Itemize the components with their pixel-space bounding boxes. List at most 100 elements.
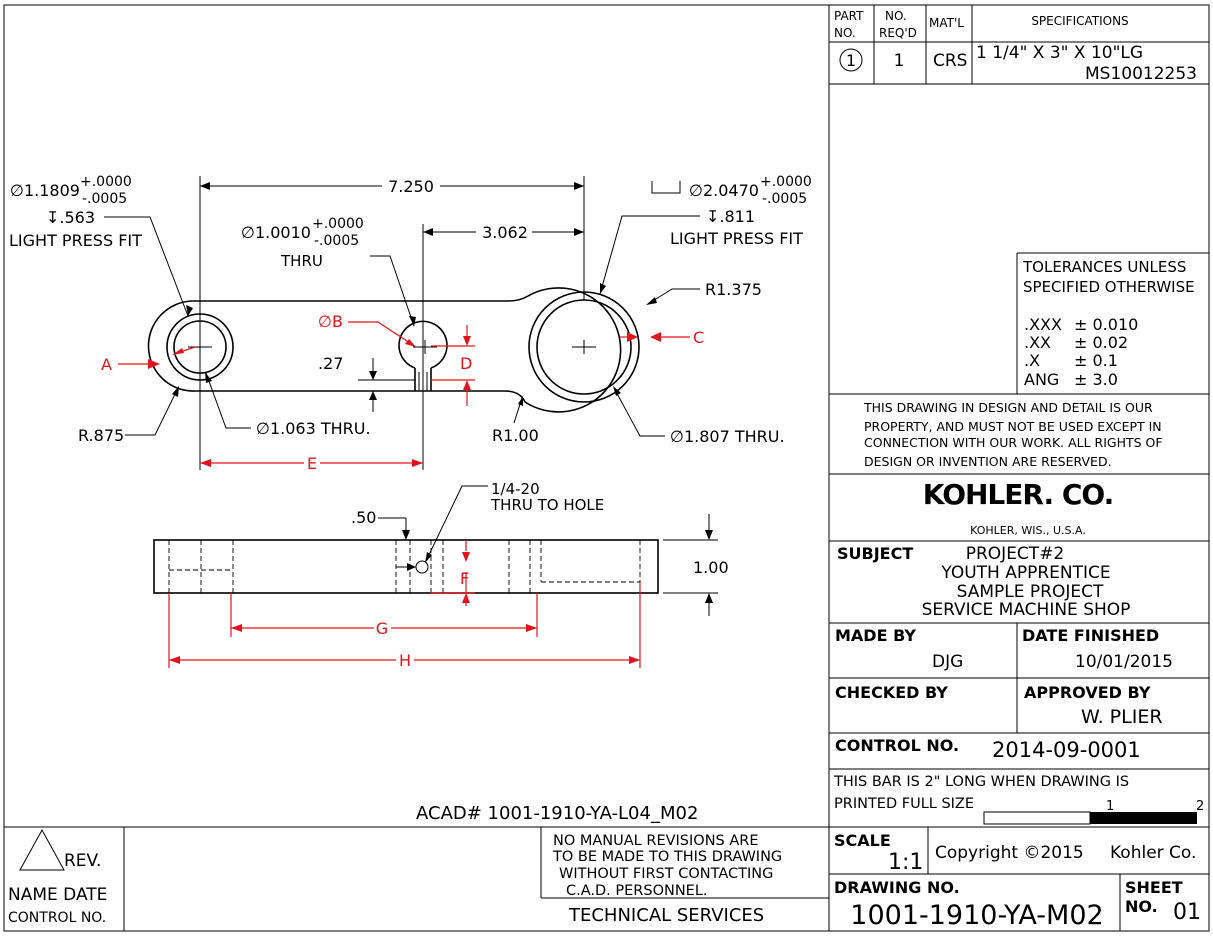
tolerance-label-2: .X — [1024, 351, 1040, 370]
var-b-label: ∅B — [318, 312, 343, 331]
dim-right-bore-tol-plus: +.0000 — [760, 174, 812, 190]
dim-left-fit: LIGHT PRESS FIT — [9, 231, 142, 250]
dim-right-radius: R1.375 — [705, 280, 762, 299]
dim-left-thru: ∅1.063 THRU. — [256, 419, 371, 438]
subject-line-1: YOUTH APPRENTICE — [940, 563, 1110, 583]
var-g-label: G — [376, 619, 388, 638]
tolerance-title-1: TOLERANCES UNLESS — [1022, 258, 1186, 276]
tolerance-value-1: ± 0.02 — [1074, 333, 1128, 352]
copyright-text: Copyright ©2015 — [935, 843, 1084, 863]
var-e-label: E — [307, 454, 317, 473]
dim-mid-hole-tol-plus: +.0000 — [312, 216, 364, 232]
company-location: KOHLER, WIS., U.S.A. — [970, 524, 1086, 537]
scale-label: SCALE — [834, 831, 891, 850]
control-no-label: CONTROL NO. — [835, 736, 959, 755]
scale-bar-line2: PRINTED FULL SIZE — [834, 796, 974, 812]
dim-tap-2: THRU TO HOLE — [490, 496, 604, 514]
tolerance-block: TOLERANCES UNLESS SPECIFIED OTHERWISE .X… — [829, 252, 1209, 395]
sheet-label: SHEET — [1125, 878, 1183, 897]
dim-right-thru: ∅1.807 THRU. — [670, 427, 785, 446]
checked-by-label: CHECKED BY — [835, 683, 948, 702]
var-a-label: A — [101, 355, 112, 374]
control-no-block: CONTROL NO. 2014-09-0001 — [829, 736, 1209, 770]
dim-left-bore-tol-minus: -.0005 — [82, 191, 127, 207]
tolerance-label-1: .XX — [1024, 333, 1051, 352]
proprietary-notice: THIS DRAWING IN DESIGN AND DETAIL IS OUR… — [829, 400, 1209, 475]
top-view-dimensions: 7.250 3.062 ∅1.1809 +.0000 -.0005 ↧.563 … — [9, 174, 812, 470]
made-by-value: DJG — [932, 652, 963, 672]
dim-left-radius: R.875 — [78, 426, 124, 445]
manual-notice-line-1: TO BE MADE TO THIS DRAWING — [552, 849, 782, 865]
tolerance-label-0: .XXX — [1024, 315, 1062, 334]
notice-line-2: CONNECTION WITH OUR WORK. ALL RIGHTS OF — [864, 435, 1163, 450]
scale-copyright-block: SCALE 1:1 Copyright ©2015 Kohler Co. — [829, 827, 1209, 875]
bill-of-materials: PART NO. NO. REQ'D MAT'L SPECIFICATIONS … — [829, 5, 1209, 85]
dim-tap-1: 1/4-20 — [491, 480, 540, 498]
sheet-no-label: NO. — [1125, 897, 1158, 916]
side-view-variable-dims: F G H — [168, 540, 641, 670]
manual-notice-line-3: C.A.D. PERSONNEL. — [566, 883, 708, 899]
subject-label: SUBJECT — [837, 544, 913, 563]
tolerance-title-2: SPECIFIED OTHERWISE — [1023, 278, 1195, 296]
made-by-label: MADE BY — [835, 626, 916, 645]
copyright-owner: Kohler Co. — [1110, 843, 1196, 863]
var-h-label: H — [399, 651, 411, 670]
notice-line-3: DESIGN OR INVENTION ARE RESERVED. — [864, 454, 1112, 469]
top-view-part — [147, 287, 640, 413]
subject-line-2: SAMPLE PROJECT — [957, 582, 1104, 602]
dim-tap-offset: .50 — [351, 508, 376, 527]
scale-bar-tick-2: 2 — [1196, 799, 1204, 814]
bom-header-specifications: SPECIFICATIONS — [1031, 14, 1128, 28]
company-logo: KOHLER. CO. — [923, 478, 1113, 511]
bom-material: CRS — [933, 51, 967, 71]
dim-right-bore-dia: ∅2.0470 — [689, 181, 759, 200]
notice-line-0: THIS DRAWING IN DESIGN AND DETAIL IS OUR — [863, 400, 1153, 415]
top-view-variable-dims: A ∅B C D E — [101, 312, 704, 473]
notice-line-1: PROPERTY, AND MUST NOT BE USED EXCEPT IN — [864, 419, 1162, 434]
subject-line-0: PROJECT#2 — [966, 544, 1065, 564]
tolerance-label-3: ANG — [1024, 370, 1059, 389]
side-view-dimensions: 1/4-20 THRU TO HOLE .50 1.00 — [351, 480, 729, 616]
dim-web-radius: R1.00 — [492, 426, 539, 445]
signoff-block: MADE BY DJG DATE FINISHED 10/01/2015 CHE… — [829, 623, 1209, 734]
dim-left-bore-depth: ↧.563 — [46, 208, 95, 227]
revision-name-date: NAME DATE — [8, 885, 107, 905]
revision-label: REV. — [64, 851, 101, 871]
approved-by-value: W. PLIER — [1081, 706, 1163, 728]
bom-header-qty-2: REQ'D — [879, 26, 917, 40]
tolerance-value-2: ± 0.1 — [1074, 351, 1118, 370]
drawing-no-block: DRAWING NO. 1001-1910-YA-M02 SHEET NO. 0… — [834, 874, 1201, 931]
bom-header-part-2: NO. — [834, 26, 856, 40]
scale-bar-filled — [1090, 812, 1197, 824]
dim-slot-offset: .27 — [318, 354, 343, 373]
subject-block: SUBJECT PROJECT#2 YOUTH APPRENTICE SAMPL… — [829, 544, 1209, 624]
dim-right-bore-tol-minus: -.0005 — [762, 191, 807, 207]
bom-part-number: 1 — [846, 51, 856, 70]
bom-header-qty-1: NO. — [885, 9, 907, 23]
dim-mid-hole-tol-minus: -.0005 — [314, 233, 359, 249]
counterbore-icon — [651, 181, 681, 194]
dim-thickness: 1.00 — [693, 558, 729, 577]
technical-services: TECHNICAL SERVICES — [568, 905, 764, 926]
dim-center-offset: 3.062 — [482, 223, 528, 242]
date-finished-label: DATE FINISHED — [1022, 626, 1159, 645]
bom-header-material: MAT'L — [929, 16, 964, 30]
dim-mid-hole-thru: THRU — [280, 252, 323, 270]
drawing-no-label: DRAWING NO. — [834, 878, 960, 897]
scale-value: 1:1 — [888, 850, 923, 875]
manual-notice-line-0: NO MANUAL REVISIONS ARE — [553, 833, 759, 849]
scale-bar-block: THIS BAR IS 2" LONG WHEN DRAWING IS PRIN… — [829, 774, 1209, 828]
revision-block: REV. NAME DATE CONTROL NO. NO MANUAL REV… — [8, 827, 829, 931]
var-f-label: F — [460, 569, 469, 588]
tolerance-value-0: ± 0.010 — [1074, 315, 1138, 334]
company-block: KOHLER. CO. KOHLER, WIS., U.S.A. — [829, 478, 1209, 542]
bom-spec-line1: 1 1/4" X 3" X 10"LG — [976, 43, 1143, 63]
var-c-label: C — [693, 328, 704, 347]
scale-bar-line1: THIS BAR IS 2" LONG WHEN DRAWING IS — [833, 774, 1129, 790]
bom-header-part-1: PART — [834, 9, 864, 23]
revision-control-no: CONTROL NO. — [8, 910, 106, 926]
dim-right-bore-depth: ↧.811 — [706, 207, 755, 226]
approved-by-label: APPROVED BY — [1024, 683, 1151, 702]
